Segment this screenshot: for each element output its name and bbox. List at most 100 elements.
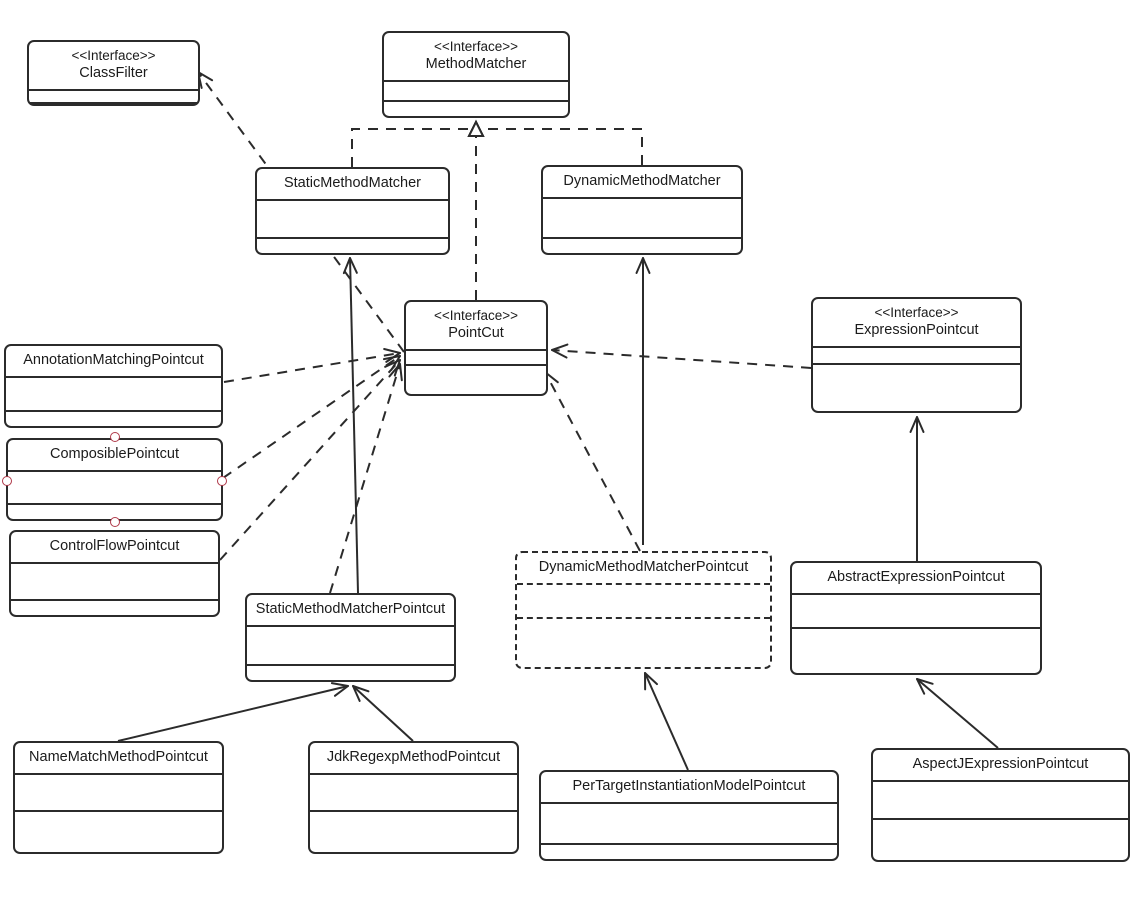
class-attributes-compartment xyxy=(29,91,198,104)
uml-class-AbstractExpressionPointcut[interactable]: AbstractExpressionPointcut xyxy=(790,561,1042,675)
class-operations-compartment xyxy=(541,845,837,859)
class-stereotype: <<Interface>> xyxy=(874,305,959,320)
class-name: NameMatchMethodPointcut xyxy=(29,749,208,765)
uml-class-StaticMethodMatcher[interactable]: StaticMethodMatcher xyxy=(255,167,450,255)
edge-annotationmatchingpointcut-implements-pointcut[interactable] xyxy=(223,348,401,383)
uml-class-DynamicMethodMatcher[interactable]: DynamicMethodMatcher xyxy=(541,165,743,255)
uml-class-PointCut[interactable]: <<Interface>> PointCut xyxy=(404,300,548,396)
class-operations-compartment xyxy=(257,239,448,253)
class-header: DynamicMethodMatcherPointcut xyxy=(517,553,770,585)
uml-class-ExpressionPointcut[interactable]: <<Interface>> ExpressionPointcut xyxy=(811,297,1022,413)
class-operations-compartment xyxy=(6,412,221,426)
uml-class-DynamicMethodMatcherPointcut[interactable]: DynamicMethodMatcherPointcut xyxy=(515,551,772,669)
edge-staticmethodmatcherpointcut-implements-pointcut[interactable] xyxy=(329,363,403,594)
edge-aspectjexpressionpointcut-extends-abstractexpressionpointcut[interactable] xyxy=(916,678,999,749)
edge-expressionpointcut-extends-pointcut[interactable] xyxy=(551,343,812,369)
class-operations-compartment xyxy=(310,812,517,852)
uml-class-AspectJExpressionPointcut[interactable]: AspectJExpressionPointcut xyxy=(871,748,1130,862)
class-name: DynamicMethodMatcherPointcut xyxy=(538,559,749,575)
class-operations-compartment xyxy=(11,601,218,615)
edge-dynamicmethodmatcherpointcut-implements-pointcut[interactable] xyxy=(544,371,641,552)
class-attributes-compartment xyxy=(813,348,1020,365)
class-name: MethodMatcher xyxy=(425,56,527,73)
class-attributes-compartment xyxy=(8,472,221,505)
uml-class-JdkRegexpMethodPointcut[interactable]: JdkRegexpMethodPointcut xyxy=(308,741,519,854)
class-attributes-compartment xyxy=(384,82,568,102)
selection-handle[interactable] xyxy=(2,476,12,486)
class-header: AbstractExpressionPointcut xyxy=(792,563,1040,595)
uml-class-PerTargetInstantiationModelPointcut[interactable]: PerTargetInstantiationModelPointcut xyxy=(539,770,839,861)
edge-controlflowpointcut-implements-pointcut[interactable] xyxy=(219,359,401,561)
class-attributes-compartment xyxy=(517,585,770,619)
class-name: AspectJExpressionPointcut xyxy=(912,756,1089,772)
class-attributes-compartment xyxy=(247,627,454,666)
class-operations-compartment xyxy=(384,102,568,116)
class-name: PerTargetInstantiationModelPointcut xyxy=(572,778,806,794)
edge-dynamicmethodmatcher-implements-methodmatcher[interactable] xyxy=(467,119,643,165)
class-header: PerTargetInstantiationModelPointcut xyxy=(541,772,837,804)
uml-class-ClassFilter[interactable]: <<Interface>> ClassFilter xyxy=(27,40,200,106)
class-header: ControlFlowPointcut xyxy=(11,532,218,564)
class-stereotype: <<Interface>> xyxy=(433,308,519,323)
edge-composiblepointcut-implements-pointcut[interactable] xyxy=(222,355,401,479)
class-operations-compartment xyxy=(15,812,222,852)
class-attributes-compartment xyxy=(406,351,546,366)
class-name: StaticMethodMatcherPointcut xyxy=(255,601,446,617)
class-attributes-compartment xyxy=(792,595,1040,629)
class-header: <<Interface>> PointCut xyxy=(406,302,546,351)
selection-handle[interactable] xyxy=(110,432,120,442)
class-header: NameMatchMethodPointcut xyxy=(15,743,222,775)
class-header: JdkRegexpMethodPointcut xyxy=(310,743,517,775)
class-name: PointCut xyxy=(448,325,504,342)
class-attributes-compartment xyxy=(873,782,1128,820)
class-operations-compartment xyxy=(406,366,546,394)
class-operations-compartment xyxy=(813,365,1020,411)
class-name: AbstractExpressionPointcut xyxy=(827,569,1005,585)
class-stereotype: <<Interface>> xyxy=(71,48,156,63)
class-name: ClassFilter xyxy=(79,65,148,82)
class-name: DynamicMethodMatcher xyxy=(563,173,721,189)
class-operations-compartment xyxy=(517,619,770,667)
uml-class-AnnotationMatchingPointcut[interactable]: AnnotationMatchingPointcut xyxy=(4,344,223,428)
uml-class-ControlFlowPointcut[interactable]: ControlFlowPointcut xyxy=(9,530,220,617)
class-header: StaticMethodMatcherPointcut xyxy=(247,595,454,627)
edge-jdkregexpmethodpointcut-extends-staticmethodmatcherpointcut[interactable] xyxy=(352,685,414,742)
selection-handle[interactable] xyxy=(217,476,227,486)
edge-namematchmethodpointcut-extends-staticmethodmatcherpointcut[interactable] xyxy=(117,682,349,742)
class-attributes-compartment xyxy=(257,201,448,239)
class-attributes-compartment xyxy=(15,775,222,812)
class-stereotype: <<Interface>> xyxy=(433,39,519,54)
class-header: <<Interface>> ClassFilter xyxy=(29,42,198,91)
edge-staticmethodmatcher-implements-methodmatcher[interactable] xyxy=(351,119,485,167)
edge-pertarget-extends-dynamicmethodmatcherpointcut[interactable] xyxy=(644,672,689,771)
class-operations-compartment xyxy=(543,239,741,253)
class-name: StaticMethodMatcher xyxy=(283,175,421,191)
uml-class-NameMatchMethodPointcut[interactable]: NameMatchMethodPointcut xyxy=(13,741,224,854)
uml-class-StaticMethodMatcherPointcut[interactable]: StaticMethodMatcherPointcut xyxy=(245,593,456,682)
class-operations-compartment xyxy=(873,820,1128,860)
class-header: DynamicMethodMatcher xyxy=(543,167,741,199)
class-name: JdkRegexpMethodPointcut xyxy=(326,749,501,765)
class-attributes-compartment xyxy=(310,775,517,812)
edge-pointcut-implements-methodmatcher[interactable] xyxy=(467,119,485,300)
class-name: AnnotationMatchingPointcut xyxy=(23,352,204,368)
class-attributes-compartment xyxy=(543,199,741,239)
class-header: <<Interface>> ExpressionPointcut xyxy=(813,299,1020,348)
edge-dynamicmethodmatcherpointcut-extends-dynamicmethodmatcher[interactable] xyxy=(635,257,651,545)
class-operations-compartment xyxy=(247,666,454,680)
selection-handle[interactable] xyxy=(110,517,120,527)
uml-class-ComposiblePointcut[interactable]: ComposiblePointcut xyxy=(6,438,223,521)
class-header: ComposiblePointcut xyxy=(8,440,221,472)
edge-abstractexpressionpointcut-extends-expressionpointcut[interactable] xyxy=(909,416,925,561)
class-operations-compartment xyxy=(792,629,1040,673)
class-attributes-compartment xyxy=(541,804,837,845)
edge-staticmethodmatcherpointcut-extends-staticmethodmatcher[interactable] xyxy=(342,257,359,594)
class-header: AnnotationMatchingPointcut xyxy=(6,346,221,378)
class-header: StaticMethodMatcher xyxy=(257,169,448,201)
class-attributes-compartment xyxy=(6,378,221,412)
uml-class-MethodMatcher[interactable]: <<Interface>> MethodMatcher xyxy=(382,31,570,118)
class-name: ControlFlowPointcut xyxy=(49,538,180,554)
class-name: ExpressionPointcut xyxy=(854,322,979,339)
class-name: ComposiblePointcut xyxy=(50,446,179,462)
